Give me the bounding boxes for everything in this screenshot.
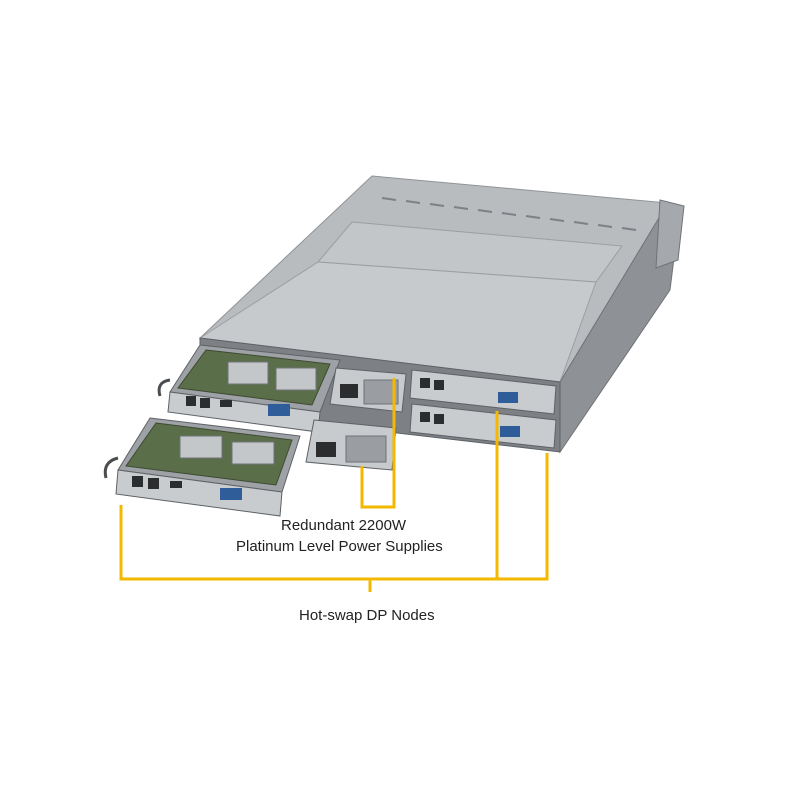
lan-port [132,476,143,487]
lan-port [186,396,196,406]
node-lower-right [409,403,557,449]
node-lower-left [103,417,301,517]
node-front-panel [409,369,557,415]
usb-port [170,481,182,488]
power-socket [340,384,358,398]
psu-label-line-2: Platinum Level Power Supplies [236,538,443,555]
power-supply-upper [329,367,407,413]
psu-vent [345,435,387,463]
lan-port [200,398,210,408]
node-upper-left [157,344,341,433]
psu-label-line-1: Redundant 2200W [281,517,407,534]
heatsink [275,367,317,391]
vent-slots [381,197,637,231]
lan-port [148,478,159,489]
rack-ear [655,199,685,269]
heatsink [227,361,269,385]
heatsink [179,435,223,459]
heatsink [231,441,275,465]
vga-port [268,404,290,416]
psu-callout-line [360,378,396,509]
nodes-callout-line [119,453,549,581]
psu-vent [363,379,399,405]
usb-port [220,400,232,407]
vga-port [498,392,518,403]
lan-port [420,412,430,422]
power-supply-lower [305,419,397,471]
power-socket [316,442,336,457]
callout-lines [119,378,549,592]
vga-port [220,488,242,500]
lan-port [434,380,444,390]
node-handle [103,456,119,479]
node-handle [157,378,171,397]
nodes-label: Hot-swap DP Nodes [299,607,435,624]
vga-port [500,426,520,437]
lan-port [434,414,444,424]
lan-port [420,378,430,388]
node-upper-right [409,369,557,415]
